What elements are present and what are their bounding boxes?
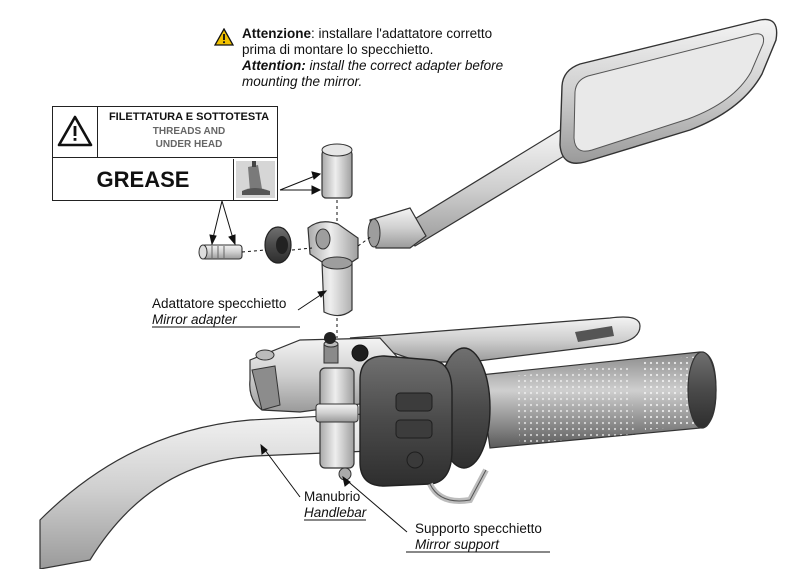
warning-triangle-icon bbox=[214, 28, 234, 46]
callout-support-en: Mirror support bbox=[415, 537, 500, 552]
callout-handlebar-it: Manubrio bbox=[304, 489, 361, 504]
grease-tube-icon bbox=[236, 161, 275, 198]
grease-label-title-it: FILETTATURA E SOTTOTESTA bbox=[108, 111, 270, 123]
callout-handlebar-en: Handlebar bbox=[304, 505, 367, 520]
grease-label-word: GREASE bbox=[53, 159, 234, 200]
adapter-sleeve bbox=[321, 143, 353, 199]
grease-label-title-en-1: THREADS AND bbox=[152, 126, 226, 137]
brake-lever bbox=[349, 316, 641, 363]
spacer-washer bbox=[264, 226, 292, 264]
callout-handlebar: Manubrio Handlebar bbox=[304, 489, 366, 521]
warning-note: Attenzione: installare l'adattatore corr… bbox=[214, 26, 504, 90]
grease-label-title-en-2: UNDER HEAD bbox=[155, 139, 223, 150]
warning-it-line2: prima di montare lo specchietto. bbox=[242, 42, 434, 57]
callout-support-it: Supporto specchietto bbox=[415, 521, 542, 536]
callout-adapter-en: Mirror adapter bbox=[152, 312, 237, 327]
threaded-bolt bbox=[198, 244, 243, 260]
callout-mirror-support: Supporto specchietto Mirror support bbox=[415, 521, 542, 553]
warning-it-bold: Attenzione bbox=[242, 26, 311, 41]
adapter-nut bbox=[324, 332, 336, 344]
mirror-adapter bbox=[307, 221, 359, 317]
leader-lines bbox=[152, 171, 550, 553]
warning-it-line1: : installare l'adattatore corretto bbox=[311, 26, 493, 41]
mirror-head bbox=[559, 18, 778, 164]
warning-en-line1: install the correct adapter before bbox=[305, 58, 504, 73]
grease-label: FILETTATURA E SOTTOTESTA THREADS AND UND… bbox=[52, 106, 278, 201]
warning-triangle-icon bbox=[57, 115, 93, 147]
switch-housing bbox=[359, 355, 489, 504]
callout-adapter-it: Adattatore specchietto bbox=[152, 296, 287, 311]
warning-en-line2: mounting the mirror. bbox=[242, 74, 363, 89]
assembly-guides bbox=[241, 200, 373, 338]
warning-en-bold: Attention: bbox=[242, 58, 306, 73]
handlebar-grip bbox=[437, 347, 717, 469]
mirror-arm bbox=[367, 129, 575, 249]
callout-mirror-adapter: Adattatore specchietto Mirror adapter bbox=[152, 296, 286, 328]
mirror-support bbox=[315, 340, 369, 481]
